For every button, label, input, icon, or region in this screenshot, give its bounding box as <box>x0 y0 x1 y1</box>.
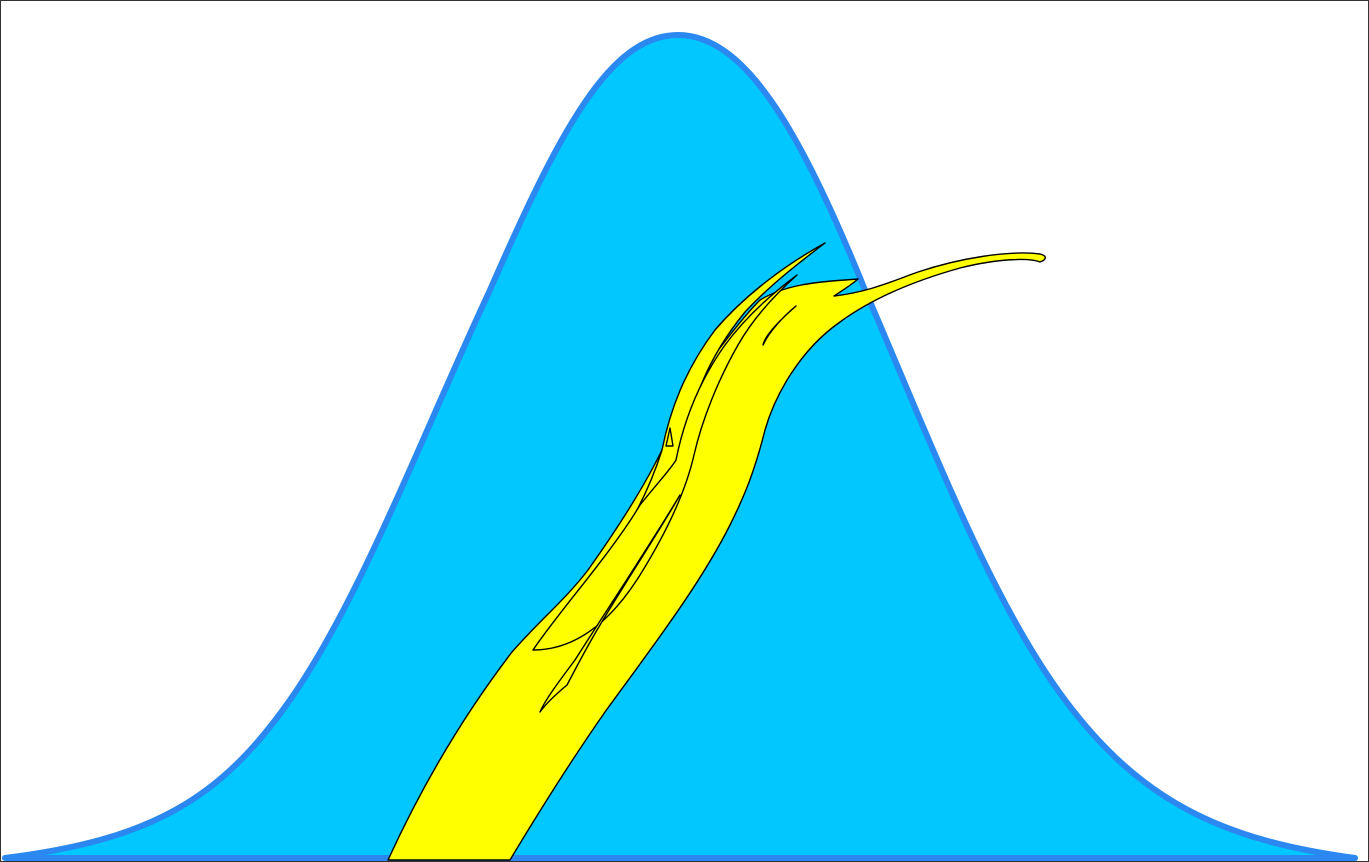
yellow-intrusion-fin-2 <box>532 274 798 651</box>
yellow-intrusion-spike <box>665 427 674 447</box>
yellow-intrusion-splinter <box>539 494 681 713</box>
yellow-intrusion-fin-3 <box>762 305 797 346</box>
yellow-intrusion-main-trunk <box>387 252 1046 861</box>
